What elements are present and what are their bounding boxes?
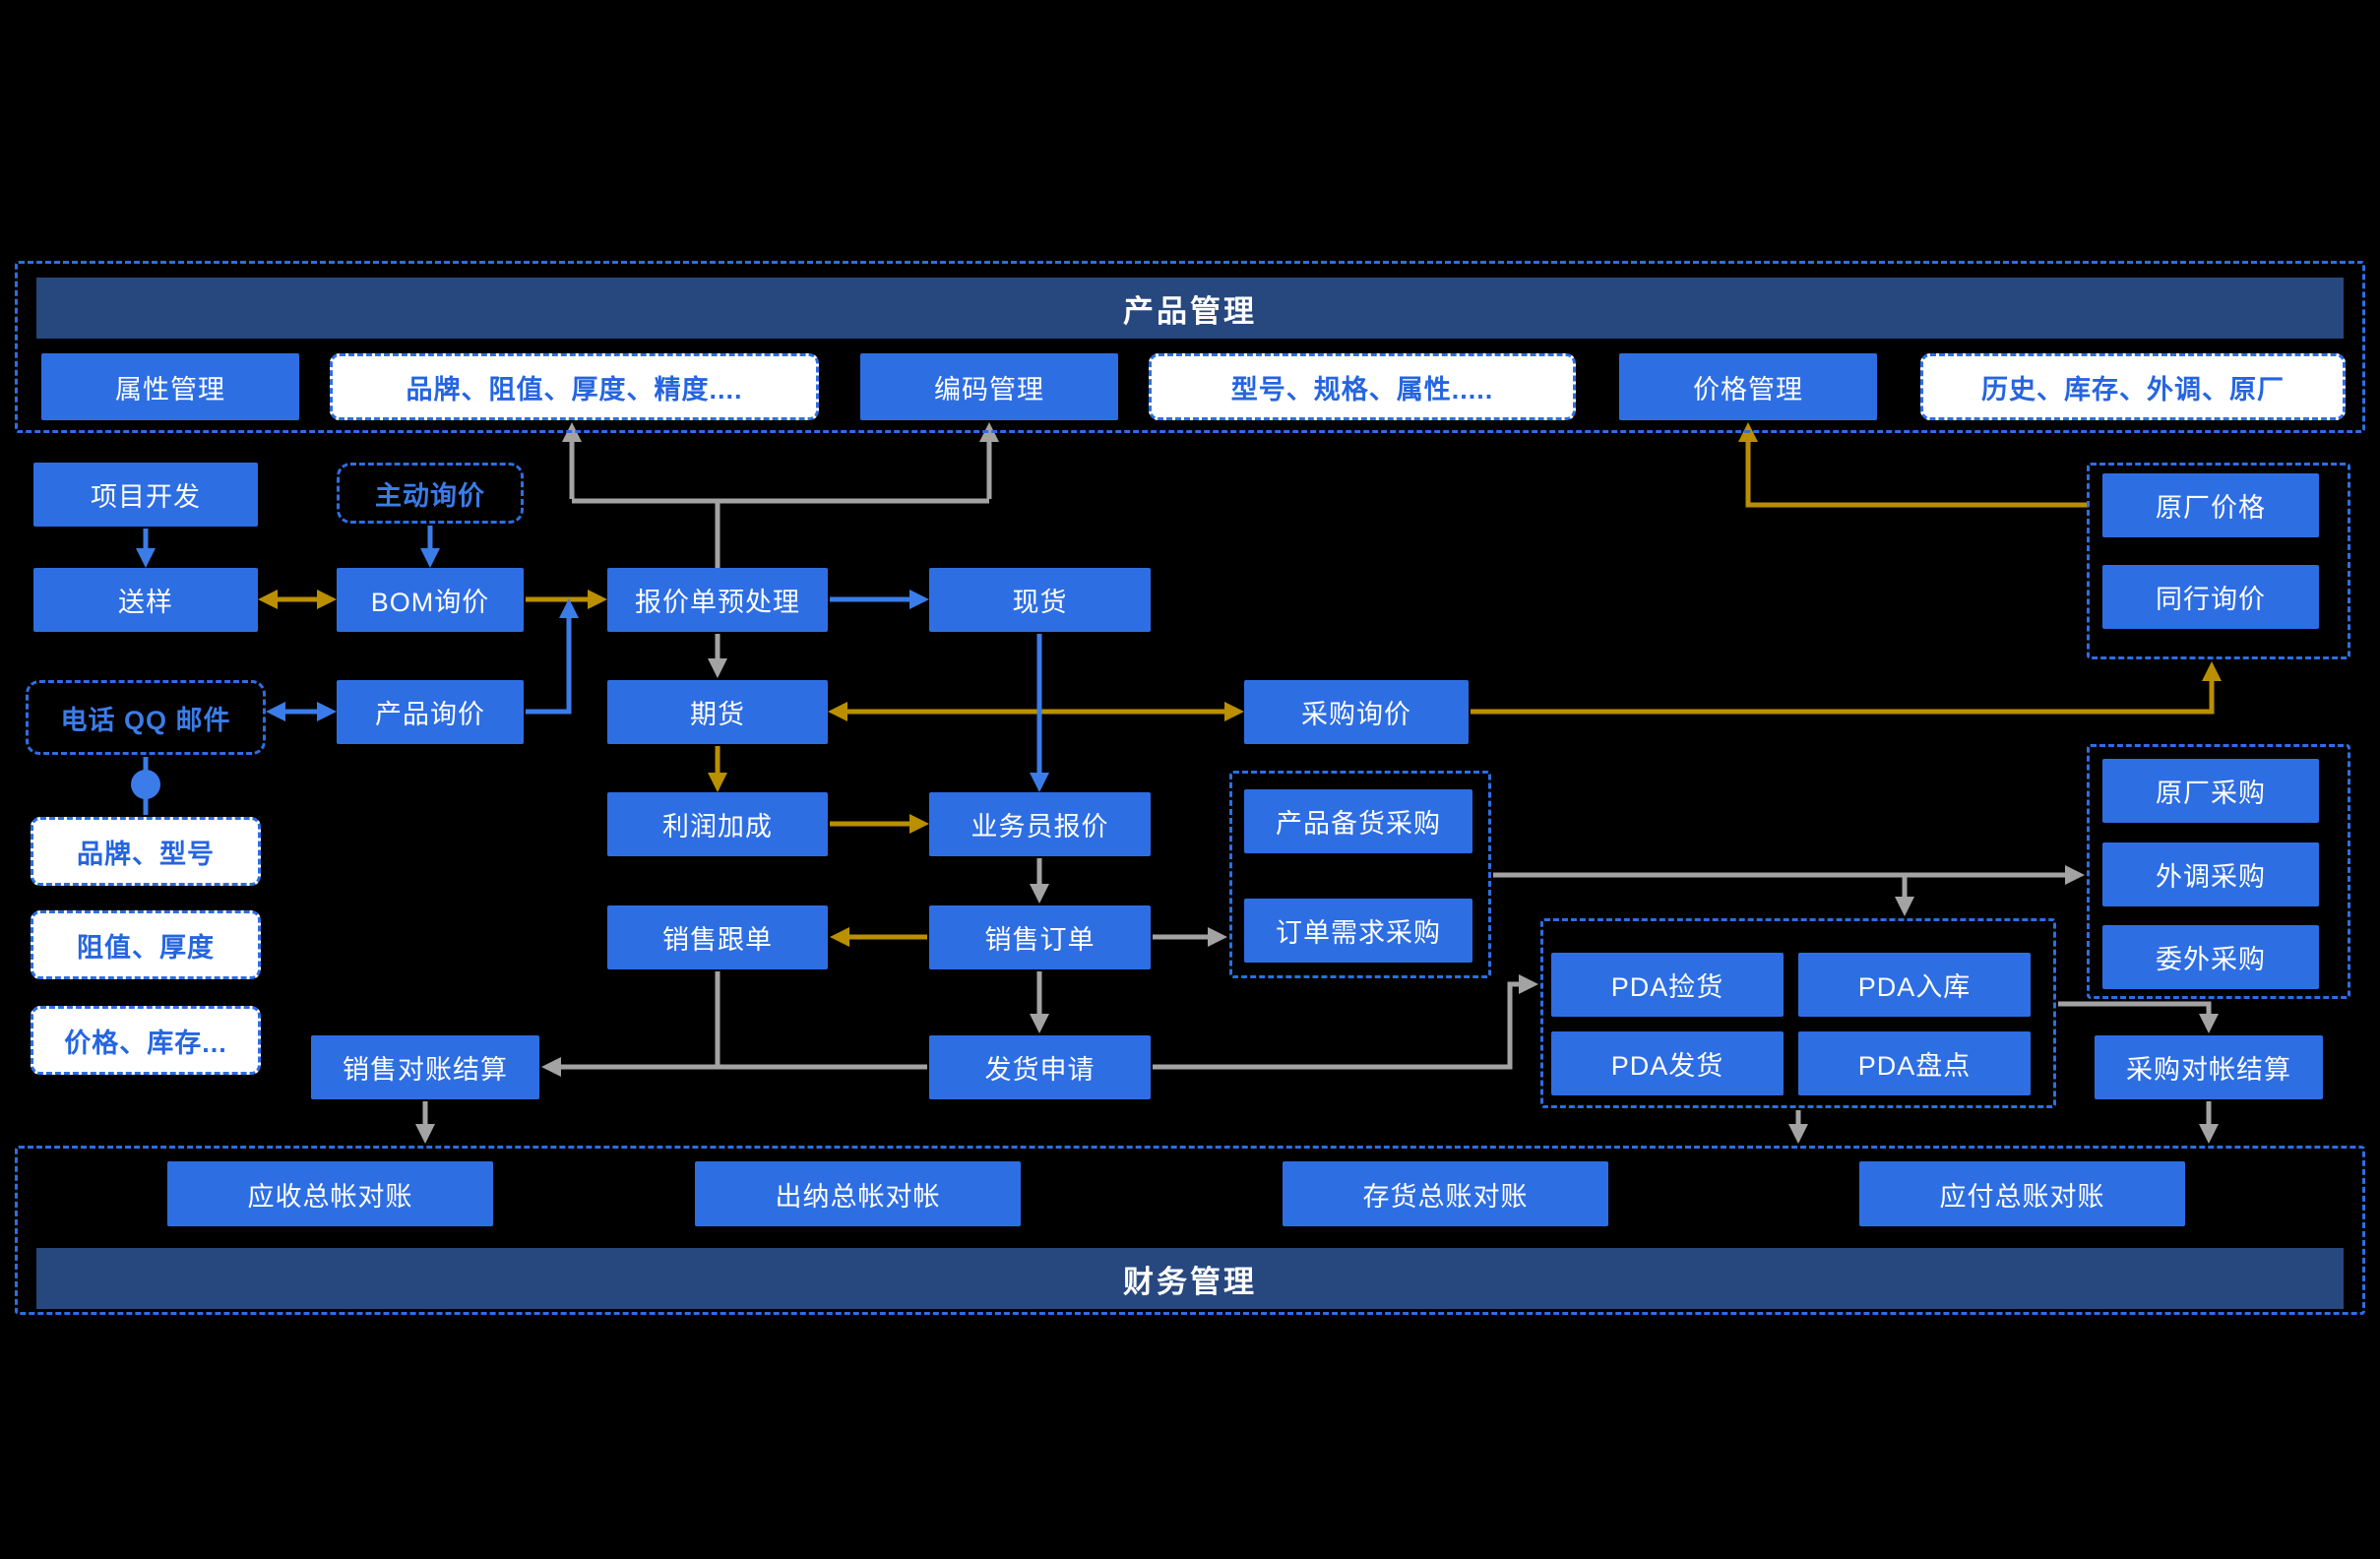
pda-container (1540, 918, 2056, 1108)
node-futures: 期货 (607, 680, 828, 744)
node-sales-settlement: 销售对账结算 (311, 1035, 539, 1099)
node-inventory-ledger: 存货总账对账 (1283, 1161, 1608, 1226)
node-purchase-settlement: 采购对帐结算 (2095, 1035, 2323, 1099)
node-price-detail: 历史、库存、外调、原厂 (1920, 353, 2346, 420)
node-order-purchase: 订单需求采购 (1244, 899, 1472, 963)
product-management-header: 产品管理 (36, 278, 2344, 339)
node-transfer-purchase: 外调采购 (2102, 842, 2319, 906)
product-section-container (15, 261, 2365, 433)
node-price-mgmt: 价格管理 (1619, 353, 1877, 420)
node-resistance-thickness: 阻值、厚度 (31, 910, 261, 979)
price-source-container (2087, 463, 2350, 659)
node-pda-stocktake: PDA盘点 (1798, 1031, 2031, 1095)
node-stock-purchase: 产品备货采购 (1244, 789, 1472, 853)
node-project-dev: 项目开发 (33, 463, 258, 527)
node-outsource-purchase: 委外采购 (2102, 925, 2319, 989)
node-attribute-detail: 品牌、阻值、厚度、精度.... (330, 353, 819, 420)
node-coding-mgmt: 编码管理 (860, 353, 1118, 420)
node-delivery-request: 发货申请 (929, 1035, 1151, 1099)
node-pda-inbound: PDA入库 (1798, 953, 2031, 1017)
purchase-demand-container (1229, 771, 1491, 978)
node-send-sample: 送样 (33, 568, 258, 632)
node-peer-inquiry: 同行询价 (2102, 565, 2319, 629)
node-spot-goods: 现货 (929, 568, 1151, 632)
node-salesman-quote: 业务员报价 (929, 792, 1151, 856)
node-payable-ledger: 应付总账对账 (1859, 1161, 2185, 1226)
node-brand-model: 品牌、型号 (31, 817, 261, 886)
node-factory-price: 原厂价格 (2102, 473, 2319, 537)
node-active-inquiry: 主动询价 (337, 463, 524, 524)
blue-arrows (136, 526, 1049, 815)
node-model-detail: 型号、规格、属性..... (1149, 353, 1576, 420)
node-factory-purchase: 原厂采购 (2102, 759, 2319, 823)
node-sales-order: 销售订单 (929, 905, 1151, 969)
finance-management-header: 财务管理 (36, 1248, 2344, 1309)
finance-section-container (15, 1146, 2365, 1315)
node-purchase-inquiry: 采购询价 (1244, 680, 1469, 744)
node-sales-follow: 销售跟单 (607, 905, 828, 969)
node-quote-preprocess: 报价单预处理 (607, 568, 828, 632)
node-pda-delivery: PDA发货 (1551, 1031, 1784, 1095)
node-price-stock: 价格、库存... (31, 1006, 261, 1075)
node-product-inquiry: 产品询价 (337, 680, 524, 744)
node-bom-inquiry: BOM询价 (337, 568, 524, 632)
node-contact-channel: 电话 QQ 邮件 (26, 680, 266, 755)
node-pda-pick: PDA捡货 (1551, 953, 1784, 1017)
node-receivable-ledger: 应收总帐对账 (167, 1161, 493, 1226)
connector-dot (131, 770, 160, 799)
node-cashier-ledger: 出纳总帐对帐 (695, 1161, 1021, 1226)
node-profit-markup: 利润加成 (607, 792, 828, 856)
node-attribute-mgmt: 属性管理 (41, 353, 299, 420)
purchase-type-container (2087, 744, 2350, 999)
